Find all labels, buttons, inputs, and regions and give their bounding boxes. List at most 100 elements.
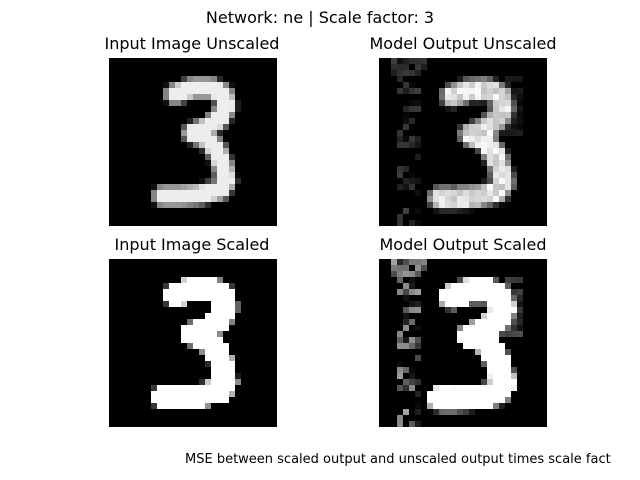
panel-title-output-scaled: Model Output Scaled — [379, 235, 547, 254]
heatmap-cell-0-14-19 — [223, 142, 229, 148]
heatmap-cell-2-23-7 — [151, 397, 157, 403]
heatmap-cell-1-4-13 — [457, 82, 463, 88]
heatmap-cell-0-10-17 — [211, 118, 217, 124]
heatmap-cell-3-24-13 — [457, 403, 463, 409]
heatmap-cell-1-20-20 — [499, 178, 505, 184]
heatmap-cell-3-23-10 — [439, 397, 445, 403]
heatmap-cell-1-24-11 — [445, 202, 451, 208]
heatmap-cell-2-17-19 — [223, 361, 229, 367]
heatmap-cell-1-11-14 — [463, 124, 469, 130]
heatmap-cell-3-21-20 — [499, 385, 505, 391]
heatmap-input-scaled — [109, 259, 277, 427]
heatmap-cell-1-18-21 — [505, 166, 511, 172]
heatmap-cell-1-7-23 — [517, 100, 523, 106]
heatmap-cell-3-14-19 — [493, 343, 499, 349]
heatmap-cell-2-22-17 — [211, 391, 217, 397]
heatmap-cell-1-21-13 — [457, 184, 463, 190]
heatmap-cell-3-1-2 — [391, 265, 397, 271]
heatmap-cell-2-24-10 — [169, 403, 175, 409]
panel-title-output-unscaled: Model Output Unscaled — [369, 34, 557, 53]
heatmap-cell-2-10-20 — [229, 319, 235, 325]
heatmap-cell-0-10-19 — [223, 118, 229, 124]
heatmap-cell-1-11-4 — [403, 124, 409, 130]
heatmap-cell-1-23-16 — [475, 196, 481, 202]
heatmap-cell-2-19-18 — [217, 373, 223, 379]
heatmap-cell-0-4-18 — [217, 82, 223, 88]
heatmap-cell-3-5-21 — [505, 289, 511, 295]
heatmap-cell-3-13-19 — [493, 337, 499, 343]
heatmap-cell-2-4-17 — [211, 283, 217, 289]
heatmap-cell-2-20-18 — [217, 379, 223, 385]
heatmap-cell-3-22-10 — [439, 391, 445, 397]
heatmap-cell-1-10-18 — [487, 118, 493, 124]
heatmap-cell-1-3-23 — [517, 76, 523, 82]
heatmap-cell-2-19-20 — [229, 373, 235, 379]
heatmap-cell-0-16-19 — [223, 154, 229, 160]
heatmap-cell-3-25-6 — [415, 409, 421, 415]
heatmap-cell-0-5-19 — [223, 88, 229, 94]
heatmap-cell-3-6-19 — [493, 295, 499, 301]
heatmap-cell-3-19-21 — [505, 373, 511, 379]
heatmap-cell-1-2-4 — [403, 70, 409, 76]
heatmap-cell-3-0-2 — [391, 259, 397, 265]
heatmap-cell-3-24-14 — [463, 403, 469, 409]
heatmap-cell-1-10-16 — [475, 118, 481, 124]
heatmap-cell-2-15-18 — [217, 349, 223, 355]
heatmap-cell-0-5-16 — [205, 88, 211, 94]
heatmap-cell-2-23-13 — [187, 397, 193, 403]
heatmap-cell-3-16-21 — [505, 355, 511, 361]
heatmap-cell-2-3-16 — [205, 277, 211, 283]
heatmap-cell-0-15-18 — [217, 148, 223, 154]
heatmap-cell-1-22-11 — [445, 190, 451, 196]
panel-input-scaled — [109, 259, 277, 427]
heatmap-cell-3-6-22 — [511, 295, 517, 301]
heatmap-cell-1-2-3 — [397, 70, 403, 76]
heatmap-cell-1-5-12 — [451, 88, 457, 94]
heatmap-cell-2-8-17 — [211, 307, 217, 313]
heatmap-cell-2-23-10 — [169, 397, 175, 403]
heatmap-cell-3-9-21 — [505, 313, 511, 319]
heatmap-cell-2-19-19 — [223, 373, 229, 379]
heatmap-cell-1-8-23 — [517, 106, 523, 112]
heatmap-cell-1-0-6 — [415, 58, 421, 64]
heatmap-cell-1-0-5 — [409, 58, 415, 64]
heatmap-cell-2-7-20 — [229, 301, 235, 307]
heatmap-cell-0-22-19 — [223, 190, 229, 196]
heatmap-cell-0-20-21 — [235, 178, 241, 184]
heatmap-cell-0-20-16 — [205, 178, 211, 184]
heatmap-cell-3-4-19 — [493, 283, 499, 289]
heatmap-cell-3-4-13 — [457, 283, 463, 289]
heatmap-cell-3-7-21 — [505, 301, 511, 307]
heatmap-cell-0-24-8 — [157, 202, 163, 208]
heatmap-cell-1-6-17 — [481, 94, 487, 100]
heatmap-cell-2-20-16 — [205, 379, 211, 385]
heatmap-cell-1-14-17 — [481, 142, 487, 148]
heatmap-cell-2-16-20 — [229, 355, 235, 361]
heatmap-cell-2-22-15 — [199, 391, 205, 397]
heatmap-cell-1-3-18 — [487, 76, 493, 82]
heatmap-cell-3-9-4 — [403, 313, 409, 319]
heatmap-cell-3-4-4 — [403, 283, 409, 289]
heatmap-cell-0-22-18 — [217, 190, 223, 196]
heatmap-cell-0-20-20 — [229, 178, 235, 184]
heatmap-cell-2-5-19 — [223, 289, 229, 295]
heatmap-cell-0-3-16 — [205, 76, 211, 82]
heatmap-cell-1-23-11 — [445, 196, 451, 202]
heatmap-cell-1-23-21 — [505, 196, 511, 202]
heatmap-cell-2-14-19 — [223, 343, 229, 349]
heatmap-cell-1-4-4 — [403, 82, 409, 88]
heatmap-cell-1-17-19 — [493, 160, 499, 166]
heatmap-cell-2-10-14 — [193, 319, 199, 325]
heatmap-cell-0-11-18 — [217, 124, 223, 130]
heatmap-cell-0-9-19 — [223, 112, 229, 118]
heatmap-cell-3-27-6 — [415, 421, 421, 427]
heatmap-cell-1-20-21 — [505, 178, 511, 184]
heatmap-cell-2-4-16 — [205, 283, 211, 289]
heatmap-cell-3-6-12 — [451, 295, 457, 301]
heatmap-cell-1-1-4 — [403, 64, 409, 70]
heatmap-cell-2-7-18 — [217, 301, 223, 307]
heatmap-cell-2-17-18 — [217, 361, 223, 367]
heatmap-cell-1-8-20 — [499, 106, 505, 112]
heatmap-cell-1-6-11 — [445, 94, 451, 100]
heatmap-cell-3-2-2 — [391, 271, 397, 277]
